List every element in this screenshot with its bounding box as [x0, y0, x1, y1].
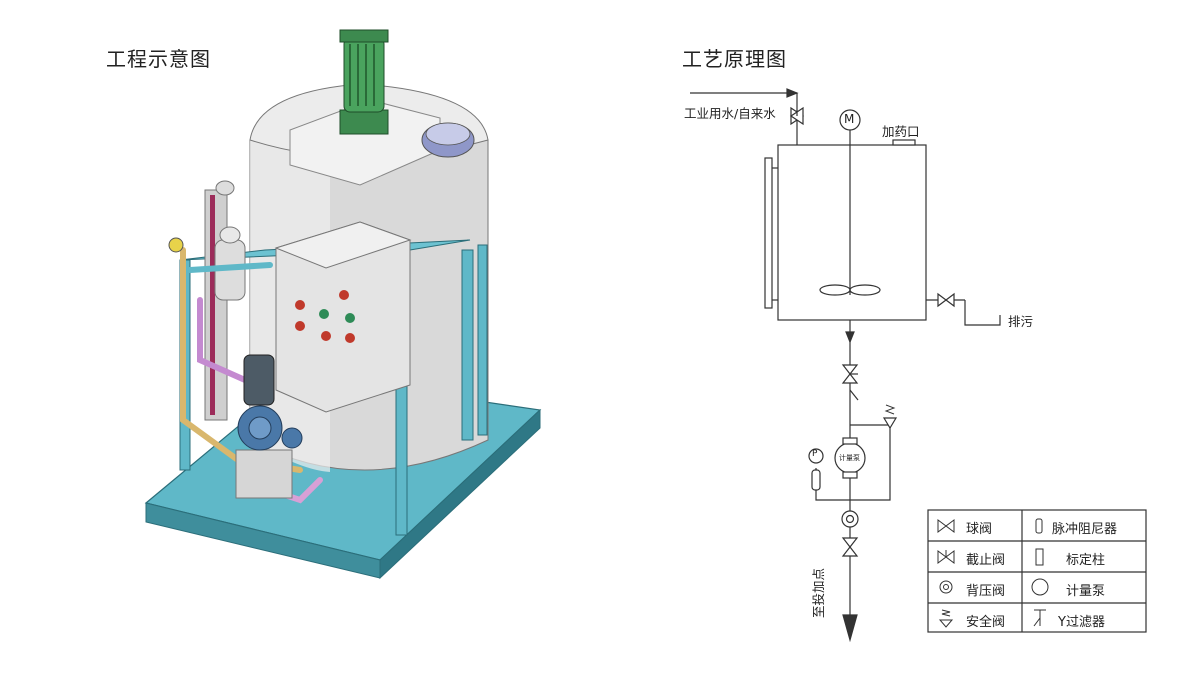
agitator-motor	[339, 29, 389, 135]
back-pressure-valve-icon	[939, 580, 953, 594]
safety-valve-icon	[938, 609, 954, 628]
pressure-label: P	[812, 449, 818, 459]
tank-outline	[777, 144, 927, 321]
control-box	[274, 221, 412, 413]
outlet-arrow	[842, 614, 858, 643]
agitator-impeller	[819, 284, 881, 296]
legend-label-safety-valve: 安全阀	[966, 615, 1006, 630]
metering-pump-icon	[1031, 578, 1049, 596]
legend-label-metering-pump: 计量泵	[1066, 584, 1106, 599]
dosing-port-marker	[892, 139, 916, 146]
meter-pump-label: 计量泵	[839, 454, 860, 462]
legend-label-back-pressure-valve: 背压阀	[966, 584, 1006, 599]
y-strainer-icon	[1033, 609, 1046, 627]
right-panel-title: 工艺原理图	[682, 47, 787, 71]
inlet-ball-valve	[789, 106, 805, 126]
pulse-damper-icon	[1035, 518, 1043, 534]
water-inlet-arrow	[690, 88, 799, 98]
back-pressure-valve	[841, 510, 859, 528]
globe-valve-icon	[937, 550, 955, 564]
motor-label: M	[844, 112, 855, 126]
legend-table	[927, 509, 1147, 633]
safety-valve	[882, 404, 898, 430]
y-strainer-symbol	[849, 389, 859, 401]
indicator-lights	[295, 290, 355, 343]
flow-arrow-top	[845, 331, 855, 344]
legend-label-ball-valve: 球阀	[966, 522, 993, 537]
drain-label: 排污	[1008, 314, 1034, 329]
calibration-column-icon	[1035, 548, 1044, 566]
metering-pump	[235, 354, 303, 499]
final-ball-valve	[841, 537, 859, 557]
outlet-label: 至投加点	[811, 567, 826, 618]
pressure-gauge	[808, 448, 824, 464]
outlet-globe-valve	[841, 364, 859, 384]
legend-label-pulse-damper: 脉冲阻尼器	[1052, 522, 1118, 537]
level-gauge	[764, 157, 778, 309]
yellow-valve-handle	[168, 237, 184, 253]
legend-label-calibration-column: 标定柱	[1066, 553, 1106, 568]
legend-label-globe-valve: 截止阀	[966, 553, 1006, 568]
legend-label-y-strainer: Y过滤器	[1058, 615, 1105, 630]
dosing-port-label: 加药口	[882, 124, 920, 139]
water-inlet-label: 工业用水/自来水	[684, 106, 776, 121]
drain-valve	[937, 292, 955, 308]
left-panel-title: 工程示意图	[106, 47, 211, 71]
ball-valve-icon	[937, 519, 955, 533]
